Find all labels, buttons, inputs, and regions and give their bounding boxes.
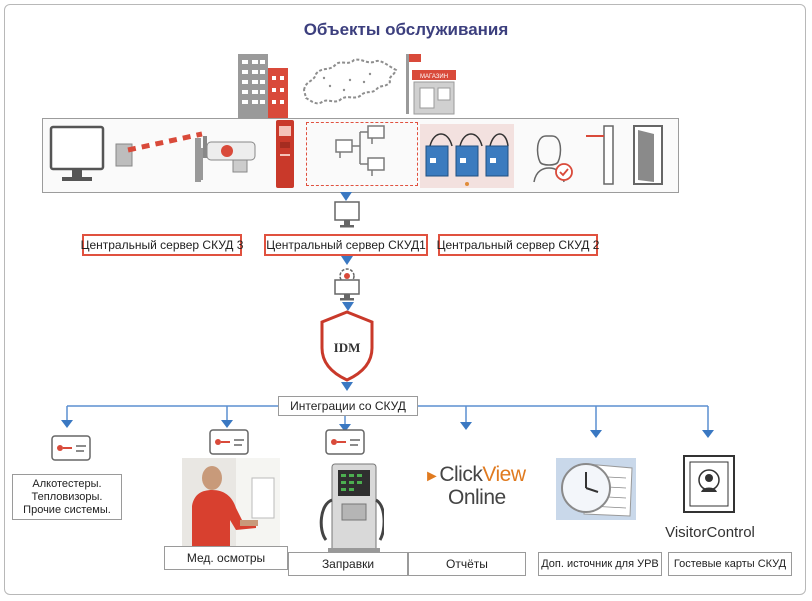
- arrow-down-4: [341, 382, 353, 391]
- clickview-view: View: [482, 463, 526, 486]
- card-icon: [325, 429, 365, 455]
- visitorcontrol-label: VisitorControl: [665, 524, 755, 541]
- arrow-down-2: [341, 256, 353, 265]
- clickview-online: Online: [448, 486, 506, 509]
- controllers-icon: [420, 124, 514, 188]
- card-icon: [51, 435, 91, 461]
- office-building-icon: [238, 54, 288, 118]
- network-zone: [306, 122, 418, 186]
- store-sign: МАГАЗИН: [420, 74, 448, 80]
- arrow-down-3: [342, 302, 354, 311]
- server-box-3: Центральный сервер СКУД 3: [81, 234, 243, 256]
- guest-cards-box: Гостевые карты СКУД: [668, 552, 792, 576]
- alco-line-1: Алкотестеры.: [32, 477, 102, 490]
- clock-icon: [556, 458, 636, 520]
- alco-systems-box: Алкотестеры. Тепловизоры. Прочие системы…: [12, 474, 122, 520]
- monitor-icon: [49, 125, 105, 181]
- fuel-stations-box: Заправки: [288, 552, 408, 576]
- clickview-click: Click: [439, 463, 483, 486]
- settings-server-icon: [334, 268, 360, 301]
- card-icon: [209, 429, 249, 455]
- server-icon: [334, 201, 360, 228]
- server-box-1: Центральный сервер СКУД1: [264, 234, 428, 256]
- arrow-down-1: [340, 192, 352, 201]
- server-box-2: Центральный сервер СКУД 2: [437, 234, 599, 256]
- clickview-logo: ►ClickView Online: [424, 463, 526, 509]
- reports-box: Отчёты: [408, 552, 526, 576]
- idm-label: IDM: [334, 340, 361, 355]
- camera-icon: [195, 136, 256, 182]
- diagram-title: Объекты обслуживания: [303, 20, 509, 39]
- alco-line-3: Прочие системы.: [23, 503, 111, 516]
- diagram-frame: [4, 4, 806, 595]
- med-checks-box: Мед. осмотры: [164, 546, 288, 570]
- visitor-icon: [683, 455, 735, 513]
- terminal-icon: [276, 120, 294, 188]
- face-id-icon: [533, 135, 573, 183]
- alco-line-2: Тепловизоры.: [31, 490, 103, 503]
- door-icon: [633, 125, 663, 185]
- idm-shield-icon: IDM: [320, 310, 374, 382]
- russia-map-icon: [302, 58, 398, 105]
- network-icon: [335, 125, 385, 176]
- turnstile-icon: [586, 125, 614, 185]
- fuel-station-icon: [319, 463, 384, 554]
- integration-box: Интеграции со СКУД: [278, 396, 418, 416]
- store-icon: МАГАЗИН: [406, 54, 456, 115]
- medical-check-photo: [182, 458, 280, 546]
- urv-source-box: Доп. источник для УРВ: [538, 552, 662, 576]
